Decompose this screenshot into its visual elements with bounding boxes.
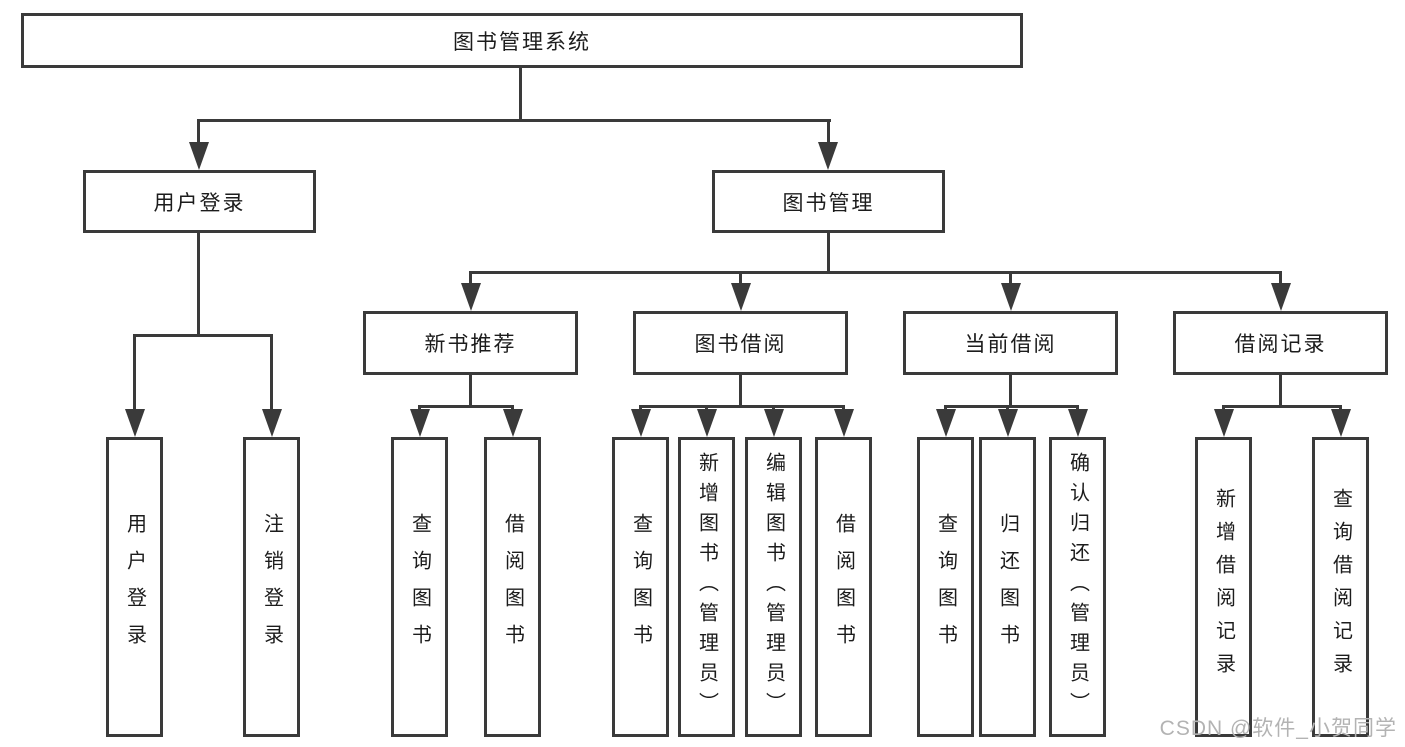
arrow-down-icon (1331, 409, 1351, 437)
leaf-add-book-admin: 新增图书（管理员） (678, 437, 735, 737)
node-label: 借阅记录 (1234, 333, 1327, 356)
connector (519, 66, 522, 120)
node-label: 图书管理 (782, 191, 875, 215)
arrow-down-icon (631, 409, 651, 437)
connector (1279, 271, 1282, 286)
leaf-query-books-recommend: 查询图书 (391, 437, 448, 737)
connector (469, 271, 472, 286)
leaf-query-books-borrowing: 查询图书 (612, 437, 669, 737)
leaf-confirm-return-admin: 确认归还（管理员） (1049, 437, 1106, 737)
leaf-label: 注销登录 (260, 513, 283, 661)
connector (827, 119, 830, 145)
node-library-system: 图书管理系统 (21, 13, 1023, 68)
arrow-down-icon (125, 409, 145, 437)
node-label: 新书推荐 (424, 333, 517, 356)
leaf-query-books-current: 查询图书 (917, 437, 974, 737)
node-current-borrowing: 当前借阅 (903, 311, 1118, 375)
node-label: 当前借阅 (964, 333, 1057, 356)
connector (197, 119, 200, 145)
arrow-down-icon (731, 283, 751, 311)
arrow-down-icon (1271, 283, 1291, 311)
connector (469, 374, 472, 408)
arrow-down-icon (1214, 409, 1234, 437)
arrow-down-icon (262, 409, 282, 437)
node-new-book-recommendation: 新书推荐 (363, 311, 578, 375)
node-user-login: 用户登录 (83, 170, 316, 233)
connector (739, 374, 742, 408)
connector (197, 231, 200, 335)
arrow-down-icon (1001, 283, 1021, 311)
arrow-down-icon (998, 409, 1018, 437)
leaf-label: 新增借阅记录 (1212, 488, 1235, 686)
leaf-edit-book-admin: 编辑图书（管理员） (745, 437, 802, 737)
node-book-management: 图书管理 (712, 170, 945, 233)
arrow-down-icon (834, 409, 854, 437)
connector (418, 405, 514, 408)
watermark: CSDN @软件_小贺同学 (1159, 717, 1397, 740)
leaf-label: 借阅图书 (832, 513, 855, 661)
leaf-label: 查询借阅记录 (1329, 488, 1352, 686)
arrow-down-icon (697, 409, 717, 437)
connector (639, 405, 845, 408)
node-label: 图书管理系统 (453, 30, 591, 54)
leaf-label: 归还图书 (996, 513, 1019, 661)
node-borrowing-records: 借阅记录 (1173, 311, 1388, 375)
connector (944, 405, 1079, 408)
connector (1279, 374, 1282, 408)
leaf-borrow-books-borrowing: 借阅图书 (815, 437, 872, 737)
leaf-return-book: 归还图书 (979, 437, 1036, 737)
leaf-logout: 注销登录 (243, 437, 300, 737)
connector (197, 119, 831, 122)
leaf-user-login: 用户登录 (106, 437, 163, 737)
connector (133, 334, 273, 337)
arrow-down-icon (764, 409, 784, 437)
leaf-label: 用户登录 (123, 513, 146, 661)
arrow-down-icon (503, 409, 523, 437)
connector (133, 334, 136, 412)
leaf-label: 编辑图书（管理员） (762, 452, 785, 722)
leaf-label: 确认归还（管理员） (1066, 452, 1089, 722)
leaf-label: 查询图书 (629, 513, 652, 661)
node-label: 用户登录 (153, 191, 246, 215)
arrow-down-icon (1068, 409, 1088, 437)
arrow-down-icon (936, 409, 956, 437)
connector (739, 271, 742, 286)
leaf-label: 查询图书 (408, 513, 431, 661)
leaf-label: 借阅图书 (501, 513, 524, 661)
leaf-add-borrow-record: 新增借阅记录 (1195, 437, 1252, 737)
leaf-borrow-books-recommend: 借阅图书 (484, 437, 541, 737)
arrow-down-icon (410, 409, 430, 437)
connector (270, 334, 273, 412)
connector (827, 231, 830, 273)
connector (1009, 374, 1012, 408)
arrow-down-icon (189, 142, 209, 170)
leaf-label: 新增图书（管理员） (695, 452, 718, 722)
node-book-borrowing: 图书借阅 (633, 311, 848, 375)
arrow-down-icon (818, 142, 838, 170)
leaf-query-borrow-record: 查询借阅记录 (1312, 437, 1369, 737)
connector (1222, 405, 1342, 408)
connector (1009, 271, 1012, 286)
connector (469, 271, 1282, 274)
arrow-down-icon (461, 283, 481, 311)
node-label: 图书借阅 (694, 333, 787, 356)
leaf-label: 查询图书 (934, 513, 957, 661)
